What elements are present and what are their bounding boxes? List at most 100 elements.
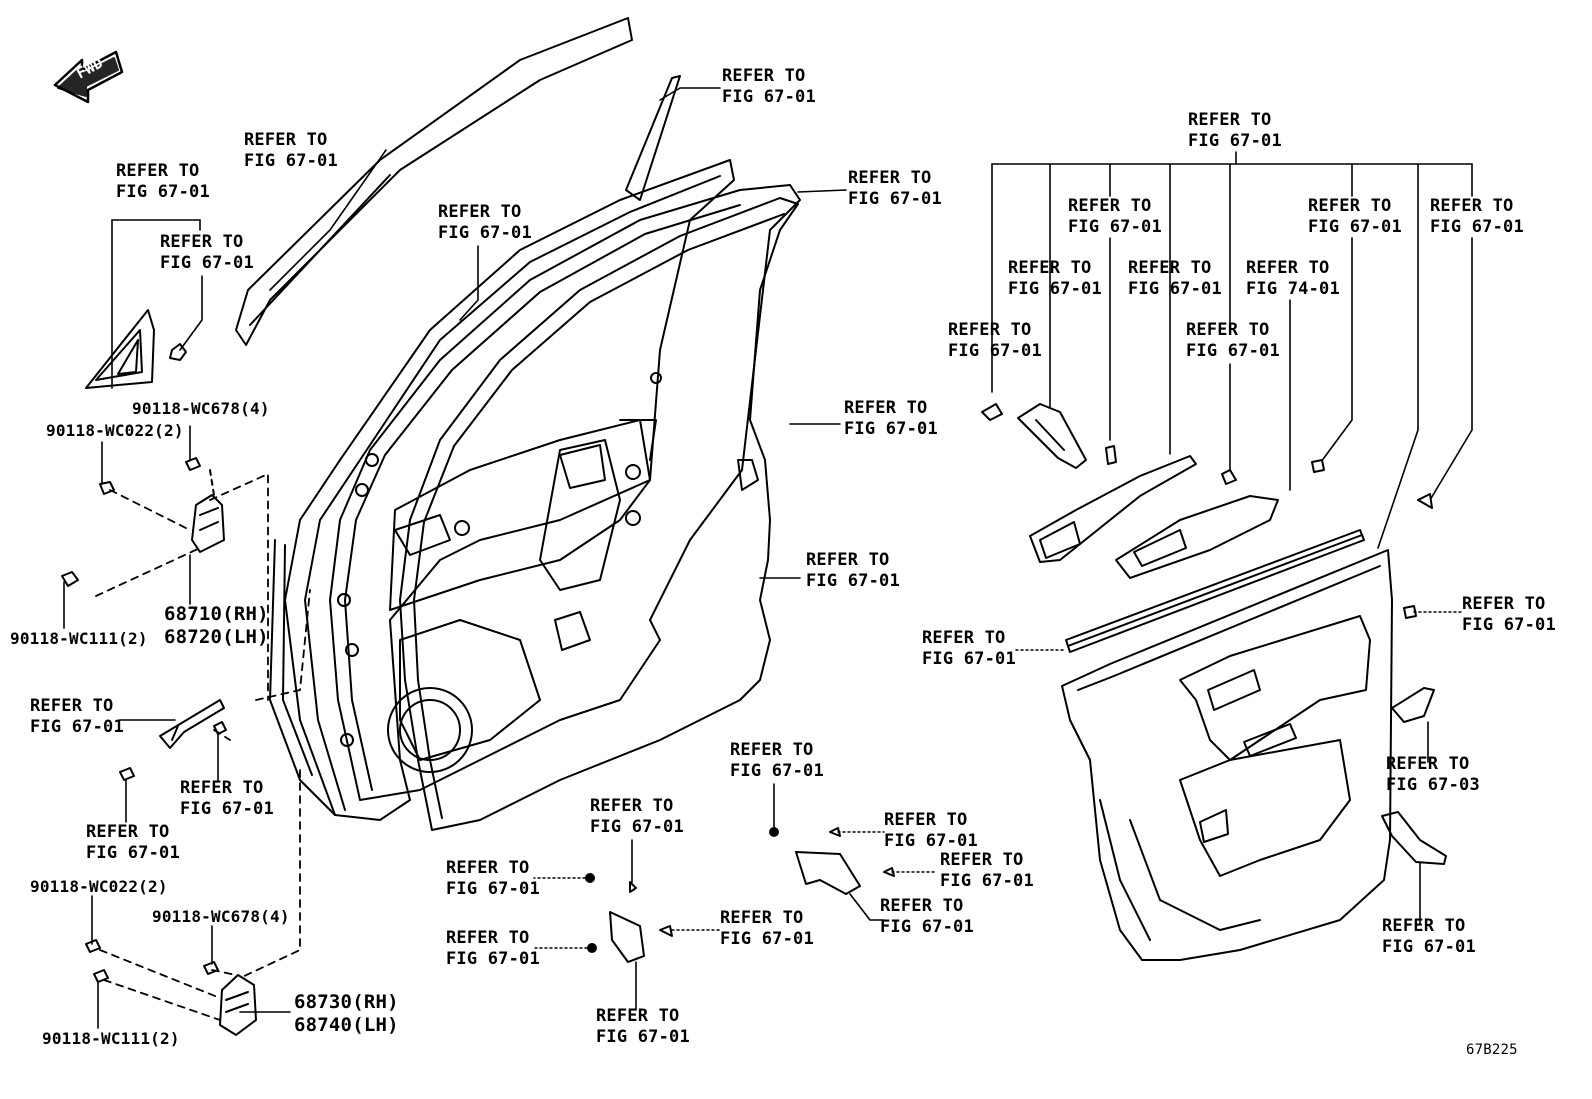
refer-text: REFER TO [806,550,890,570]
fig-text: FIG 67-01 [720,929,814,949]
right-leader-tree [991,151,1473,549]
fig-text: FIG 67-01 [438,223,532,243]
fwd-arrow-icon [53,50,124,104]
fig-text: FIG 67-01 [844,419,938,439]
dashed-leaders [95,473,311,1021]
refer-text: REFER TO [116,161,200,181]
fig-text: FIG 67-01 [940,871,1034,891]
fig-text: FIG 67-01 [884,831,978,851]
door-check [159,699,225,749]
label-refer-center-1: REFER TO FIG 67-01 [446,858,540,900]
refer-text: REFER TO [86,822,170,842]
fig-text: FIG 67-01 [244,151,338,171]
window-frame-moulding [235,17,633,346]
b-pillar-garnish [625,75,681,201]
refer-text: REFER TO [940,850,1024,870]
refer-text: REFER TO [948,320,1032,340]
label-refer-outer-panel: REFER TO FIG 67-01 [438,202,532,244]
refer-text: REFER TO [1386,754,1470,774]
label-refer-center-8: REFER TO FIG 67-01 [940,850,1034,892]
inner-belt-weatherstrip [1065,529,1365,653]
part-number-upper-hinge: 68710(RH) 68720(LH) [164,603,269,649]
fig-text: FIG 67-01 [948,341,1042,361]
label-refer-weatherstrip: REFER TO FIG 67-01 [806,550,900,592]
refer-text: REFER TO [590,796,674,816]
refer-text: REFER TO [30,696,114,716]
fig-text: FIG 67-01 [1188,131,1282,151]
label-refer-center-6: REFER TO FIG 67-01 [730,740,824,782]
right-side-leaders [1419,721,1429,925]
label-refer-clip: REFER TO FIG 67-01 [160,232,254,274]
refer-text: REFER TO [880,896,964,916]
label-refer-right-h: REFER TO FIG 67-01 [1462,594,1556,636]
mirror-cover-triangle [85,309,155,389]
part-number-rh: 68710(RH) [164,603,269,625]
fig-text: FIG 67-01 [596,1027,690,1047]
label-refer-right-d: REFER TO FIG 67-01 [1308,196,1402,238]
refer-text: REFER TO [1188,110,1272,130]
label-refer-center-2: REFER TO FIG 67-01 [446,928,540,970]
bolt-label-lower-hinge-body-2: 90118-WC111(2) [42,1029,180,1048]
fig-text: FIG 67-01 [446,879,540,899]
label-refer-lower-garnish: REFER TO FIG 67-01 [1382,916,1476,958]
lower-center-leaders [533,831,937,949]
refer-text: REFER TO [1068,196,1152,216]
label-refer-right-a: REFER TO FIG 67-01 [1068,196,1162,238]
fig-text: FIG 67-01 [1068,217,1162,237]
label-refer-right-c: REFER TO FIG 67-01 [1128,258,1222,300]
refer-text: REFER TO [922,628,1006,648]
label-refer-center-5: REFER TO FIG 67-01 [596,1006,690,1048]
label-refer-right-g: REFER TO FIG 67-01 [1186,320,1280,362]
fig-text: FIG 67-01 [160,253,254,273]
fig-text: FIG 67-03 [1386,775,1480,795]
label-refer-moulding: REFER TO FIG 67-01 [244,130,338,172]
refer-text: REFER TO [720,908,804,928]
fig-text: FIG 67-01 [1462,615,1556,635]
refer-text: REFER TO [244,130,328,150]
label-refer-check-bolt: REFER TO FIG 67-01 [180,778,274,820]
fig-text: FIG 67-01 [848,189,942,209]
refer-text: REFER TO [730,740,814,760]
figure-code: 67B225 [1466,1042,1518,1058]
armrest-bracket [1017,403,1087,469]
bolt-label-upper-hinge-body-2: 90118-WC111(2) [10,629,148,648]
fig-text: FIG 67-01 [880,917,974,937]
refer-text: REFER TO [1186,320,1270,340]
label-refer-inner-panel: REFER TO FIG 67-01 [848,168,942,210]
fig-text: FIG 67-01 [116,182,210,202]
label-refer-bezel: REFER TO FIG 67-03 [1386,754,1480,796]
refer-text: REFER TO [844,398,928,418]
door-trim-panel [1061,549,1393,961]
refer-text: REFER TO [180,778,264,798]
label-refer-right-top: REFER TO FIG 67-01 [1188,110,1282,152]
label-refer-center-3: REFER TO FIG 67-01 [590,796,684,838]
part-number-rh: 68730(RH) [294,991,399,1013]
label-refer-right-e: REFER TO FIG 67-01 [1430,196,1524,238]
part-number-lh: 68740(LH) [294,1014,399,1036]
fig-text: FIG 67-01 [806,571,900,591]
fig-text: FIG 67-01 [722,87,816,107]
lower-center-solid-leaders [631,783,885,1011]
right-small-parts [981,403,1433,619]
label-refer-center-4: REFER TO FIG 67-01 [720,908,814,950]
fig-text: FIG 67-01 [922,649,1016,669]
label-refer-belt: REFER TO FIG 67-01 [922,628,1016,670]
refer-text: REFER TO [1128,258,1212,278]
inside-handle-bezel [1391,687,1435,723]
armrest-upper [1029,455,1197,563]
fig-text: FIG 67-01 [1128,279,1222,299]
refer-text: REFER TO [722,66,806,86]
door-inner-panel [329,184,801,801]
label-refer-right-b: REFER TO FIG 67-01 [1008,258,1102,300]
label-refer-check-bolt-2: REFER TO FIG 67-01 [86,822,180,864]
fig-text: FIG 67-01 [1186,341,1280,361]
label-refer-center-9: REFER TO FIG 67-01 [880,896,974,938]
bolt-label-upper-hinge-body: 90118-WC678(4) [132,399,270,418]
lower-garnish [1381,811,1447,865]
refer-text: REFER TO [438,202,522,222]
door-weatherstrip [399,197,799,831]
refer-text: REFER TO [1462,594,1546,614]
refer-text: REFER TO [884,810,968,830]
